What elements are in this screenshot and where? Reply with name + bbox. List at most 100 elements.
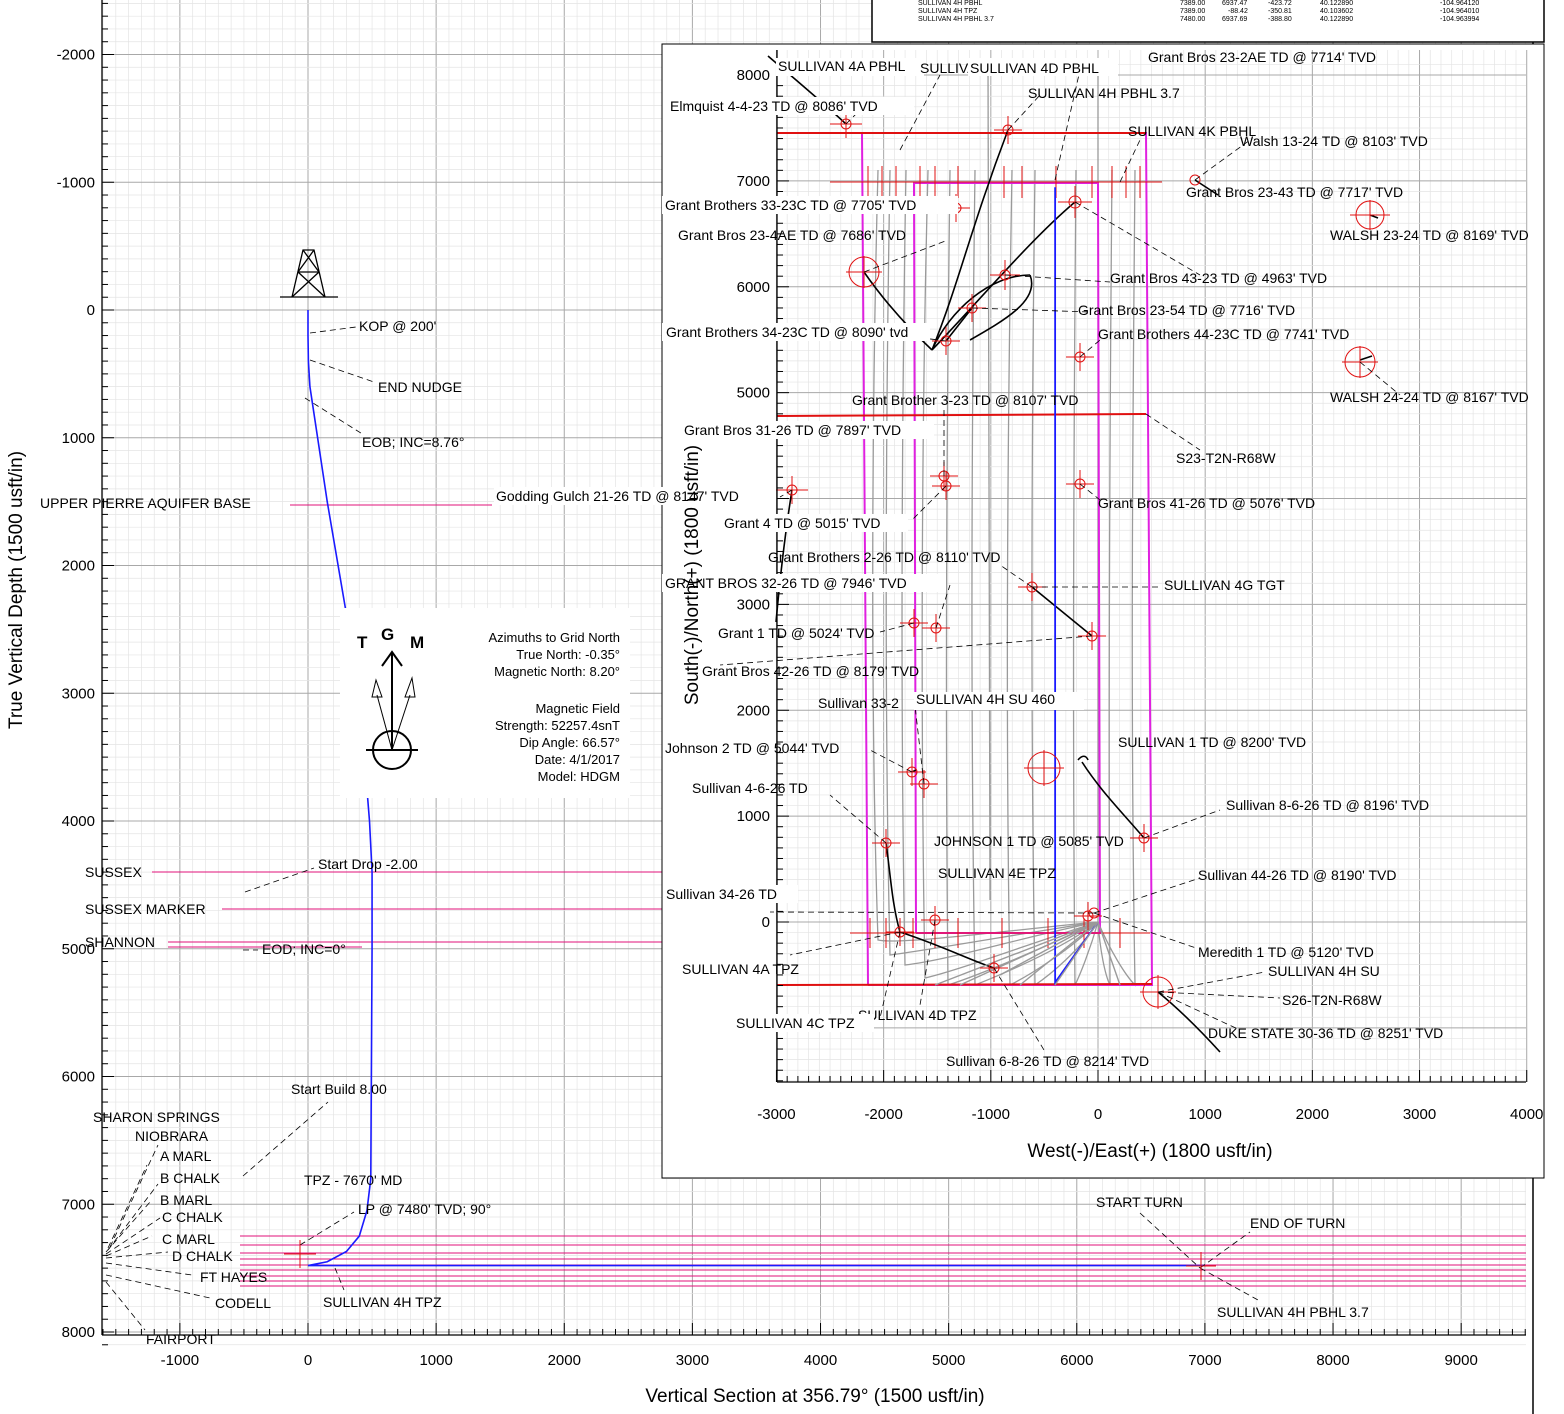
formation-label-b-marl: B MARL <box>160 1192 212 1208</box>
vertical-section-well-path <box>307 310 1205 1267</box>
pv-label: SULLIVAN 1 TD @ 8200' TVD <box>1118 734 1306 750</box>
pv-label: Grant Bros 23-2AE TD @ 7714' TVD <box>1148 49 1376 65</box>
pv-label: Grant Bros 31-26 TD @ 7897' TVD <box>684 422 901 438</box>
pv-label: Meredith 1 TD @ 5120' TVD <box>1198 944 1374 960</box>
pv-label: SULLIVAN 4H SU 460 <box>916 691 1055 707</box>
pv-label: Johnson 2 TD @ 5044' TVD <box>665 740 839 756</box>
pv-x-tick-label: 3000 <box>1403 1106 1436 1123</box>
pad-fan-lines <box>934 921 1121 986</box>
vs-leader-lines <box>105 326 1259 1331</box>
pv-label: Grant Bros 23-43 TD @ 7717' TVD <box>1186 184 1403 200</box>
pv-label: Grant Brother 3-23 TD @ 8107' TVD <box>852 392 1078 408</box>
target-table-cell: -388.80 <box>1268 16 1292 23</box>
target-table: SULLIVAN 4H PBHL 7389.00 6937.47 -423.72… <box>871 0 1545 1414</box>
target-table-cell: SULLIVAN 4H PBHL 3.7 <box>918 16 994 23</box>
north-info-line: Magnetic Field <box>535 701 620 716</box>
annotation-tpz-md: TPZ - 7670' MD <box>304 1172 402 1188</box>
formation-label-ft-hayes: FT HAYES <box>200 1269 267 1285</box>
annotation-end-nudge: END NUDGE <box>378 379 462 395</box>
pv-label: Grant Bros 42-26 TD @ 8179' TVD <box>702 663 919 679</box>
pv-y-tick-label: 6000 <box>737 279 770 296</box>
pv-label: Grant Bros 23-4AE TD @ 7686' TVD <box>678 227 906 243</box>
vs-y-tick-label: 1000 <box>62 430 95 447</box>
target-table-cell: 7389.00 <box>1180 8 1205 15</box>
pv-label: SULLIVAN 4G TGT <box>1164 577 1285 593</box>
pv-label: S26-T2N-R68W <box>1282 992 1382 1008</box>
pv-label: SULLIVAN 4K PBHL <box>1128 123 1256 139</box>
annotation-pbhl: SULLIVAN 4H PBHL 3.7 <box>1217 1304 1369 1320</box>
vs-target-markers <box>284 1240 1216 1280</box>
annotation-start-build: Start Build 8.00 <box>291 1081 387 1097</box>
pv-label: SULLIVAN 4D PBHL <box>970 60 1099 76</box>
formation-label-fairport: FAIRPORT <box>146 1331 216 1347</box>
formation-label-sussex: SUSSEX <box>85 864 142 880</box>
vs-y-tick-label: 2000 <box>62 558 95 575</box>
target-table-cell: -423.72 <box>1268 0 1292 7</box>
pv-label: Grant Bros 23-54 TD @ 7716' TVD <box>1078 302 1295 318</box>
pv-label: Grant 1 TD @ 5024' TVD <box>718 625 874 641</box>
vs-x-tick-label: 0 <box>304 1352 312 1369</box>
vs-x-tick-label: -1000 <box>161 1352 199 1369</box>
formation-label-a-marl: A MARL <box>160 1148 212 1164</box>
pv-label: DUKE STATE 30-36 TD @ 8251' TVD <box>1208 1025 1443 1041</box>
pv-x-tick-label: 1000 <box>1188 1106 1221 1123</box>
target-table-cell: 40.122890 <box>1320 0 1353 7</box>
pv-y-tick-label: 2000 <box>737 702 770 719</box>
pv-label: Sullivan 6-8-26 TD @ 8214' TVD <box>946 1053 1149 1069</box>
north-label-grid: G <box>381 625 394 644</box>
formation-label-sharon-springs: SHARON SPRINGS <box>93 1109 220 1125</box>
annotation-eod: EOD; INC=0° <box>262 941 346 957</box>
vs-x-tick-label: 3000 <box>676 1352 709 1369</box>
formation-label-b-chalk: B CHALK <box>160 1170 221 1186</box>
north-info-line: Date: 4/1/2017 <box>535 752 620 767</box>
target-table-cell: 7480.00 <box>1180 16 1205 23</box>
vs-y-tick-label: -2000 <box>57 47 95 64</box>
target-table-cell: 40.122890 <box>1320 16 1353 23</box>
target-table-cell: 6937.47 <box>1222 0 1247 7</box>
pv-label: JOHNSON 1 TD @ 5085' TVD <box>934 833 1124 849</box>
vs-x-tick-label: 2000 <box>548 1352 581 1369</box>
annotation-start-drop: Start Drop -2.00 <box>318 856 418 872</box>
vs-y-tick-label: 3000 <box>62 685 95 702</box>
pv-y-tick-label: 7000 <box>737 173 770 190</box>
vs-y-tick-label: -1000 <box>57 174 95 191</box>
plan-view-chart: -3000-2000-10000100020003000400001000200… <box>494 43 1545 1179</box>
vs-y-tick-label: 5000 <box>62 941 95 958</box>
formation-label-sussex-marker: SUSSEX MARKER <box>85 901 206 917</box>
formation-label-c-marl: C MARL <box>162 1231 215 1247</box>
pv-y-tick-label: 0 <box>762 914 770 931</box>
rig-icon <box>280 249 338 298</box>
pv-label: GRANT BROS 32-26 TD @ 7946' TVD <box>665 575 907 591</box>
pv-y-tick-label: 8000 <box>737 67 770 84</box>
pv-label: Grant Brothers 34-23C TD @ 8090' tvd <box>666 324 908 340</box>
vs-y-tick-label: 4000 <box>62 813 95 830</box>
vs-x-tick-label: 4000 <box>804 1352 837 1369</box>
pv-label: Sullivan 34-26 TD <box>666 886 777 902</box>
pv-y-tick-label: 1000 <box>737 808 770 825</box>
pv-labels: SULLIVAN 4A PBHL SULLIVAN 4E SULLIVAN 4D… <box>494 49 1529 1069</box>
pv-label: Grant 4 TD @ 5015' TVD <box>724 515 880 531</box>
pv-label: WALSH 24-24 TD @ 8167' TVD <box>1330 389 1529 405</box>
target-table-cell: -104.963994 <box>1440 16 1479 23</box>
formation-lines <box>152 504 1526 1287</box>
pv-label: Grant Brothers 2-26 TD @ 8110' TVD <box>768 549 1000 565</box>
north-label-true: T <box>357 633 368 652</box>
vs-y-tick-label: 8000 <box>62 1324 95 1341</box>
formation-label-codell: CODELL <box>215 1295 271 1311</box>
td-markers <box>776 110 1390 1009</box>
pv-label: Grant Bros 41-26 TD @ 5076' TVD <box>1098 495 1315 511</box>
pv-label: Grant Brothers 33-23C TD @ 7705' TVD <box>665 197 916 213</box>
formation-label-niobrara: NIOBRARA <box>135 1128 209 1144</box>
vs-y-tick-label: 7000 <box>62 1196 95 1213</box>
annotation-end-of-turn: END OF TURN <box>1250 1215 1345 1231</box>
setback-ticks <box>830 166 1162 948</box>
target-table-cell: 40.103602 <box>1320 8 1353 15</box>
formation-label-upper-pierre: UPPER PIERRE AQUIFER BASE <box>40 495 251 511</box>
pv-label: SULLIVAN 4D TPZ <box>858 1007 977 1023</box>
vs-x-tick-label: 5000 <box>932 1352 965 1369</box>
target-table-cell: SULLIVAN 4H PBHL <box>918 0 983 7</box>
target-table-cell: -104.964120 <box>1440 0 1479 7</box>
vs-x-tick-label: 1000 <box>419 1352 452 1369</box>
pv-label: Sullivan 33-2 <box>818 695 899 711</box>
